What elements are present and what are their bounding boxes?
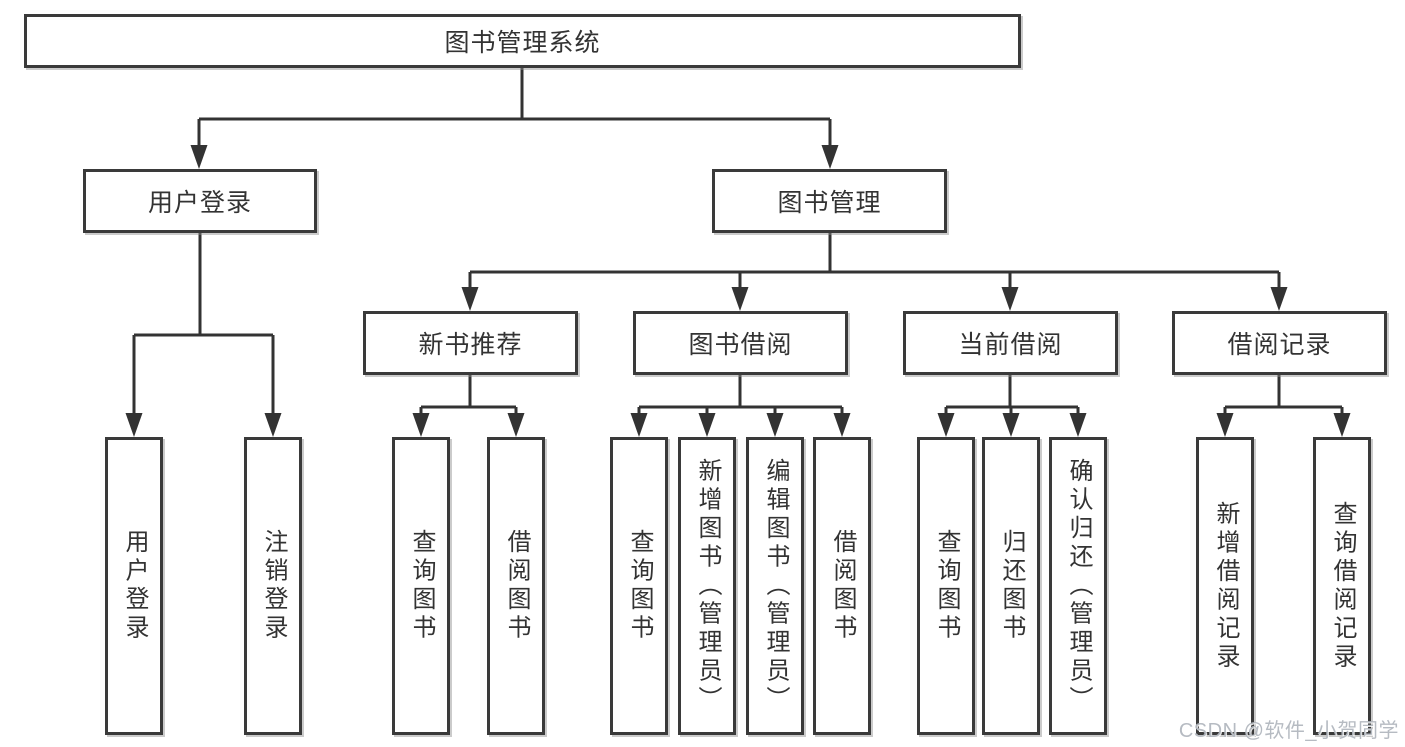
arrow-down-icon xyxy=(833,413,851,437)
node-label: 新增借阅记录 xyxy=(1212,500,1239,672)
leaf-query-books-recommendation: 查询图书 xyxy=(392,437,450,735)
node-label: 新书推荐 xyxy=(418,331,523,359)
leaf-edit-books-admin: 编辑图书（管理员） xyxy=(746,437,804,735)
node-label: 图书借阅 xyxy=(688,331,793,359)
arrow-down-icon xyxy=(1069,413,1087,437)
leaf-add-borrow-record: 新增借阅记录 xyxy=(1196,437,1254,735)
arrow-down-icon xyxy=(731,287,749,311)
arrow-down-icon xyxy=(125,413,143,437)
leaf-logout-login: 注销登录 xyxy=(244,437,302,735)
node-label: 当前借阅 xyxy=(958,331,1063,359)
connector-book-borrowing-to-leaves xyxy=(637,375,844,418)
node-label: 图书管理系统 xyxy=(444,29,601,57)
connector-new-book-rec-to-leaves xyxy=(419,375,518,418)
connector-current-borrowing-to-leaves xyxy=(944,375,1080,418)
arrow-down-icon xyxy=(1333,413,1351,437)
arrow-down-icon xyxy=(507,413,525,437)
node-label: 借阅记录 xyxy=(1227,331,1332,359)
arrow-down-icon xyxy=(1270,287,1288,311)
connector-book-management-to-level3 xyxy=(468,233,1281,292)
arrow-down-icon xyxy=(412,413,430,437)
leaf-borrow-books-recommendation: 借阅图书 xyxy=(487,437,545,735)
leaf-confirm-return-admin: 确认归还（管理员） xyxy=(1049,437,1107,735)
connector-root-to-level2 xyxy=(197,68,832,149)
arrow-down-icon xyxy=(698,413,716,437)
arrow-down-icon xyxy=(630,413,648,437)
arrow-down-icon xyxy=(461,287,479,311)
leaf-return-books: 归还图书 xyxy=(982,437,1040,735)
node-label: 图书管理 xyxy=(777,189,882,217)
csdn-watermark: CSDN @软件_小贺同学 xyxy=(1178,720,1399,742)
node-label: 查询借阅记录 xyxy=(1329,500,1356,672)
node-label: 新增图书（管理员） xyxy=(694,457,721,715)
node-label: 归还图书 xyxy=(998,529,1025,643)
node-label: 查询图书 xyxy=(933,529,960,643)
node-borrowing-records: 借阅记录 xyxy=(1172,311,1387,375)
node-label: 用户登录 xyxy=(147,189,252,217)
arrow-down-icon xyxy=(1001,287,1019,311)
arrow-down-icon xyxy=(766,413,784,437)
node-user-login: 用户登录 xyxy=(83,169,317,233)
leaf-borrow-books: 借阅图书 xyxy=(813,437,871,735)
node-new-book-recommendation: 新书推荐 xyxy=(363,311,578,375)
connector-user-login-to-leaves xyxy=(132,233,275,418)
leaf-query-borrow-record: 查询借阅记录 xyxy=(1313,437,1371,735)
node-label: 确认归还（管理员） xyxy=(1065,457,1092,715)
node-label: 注销登录 xyxy=(260,529,287,643)
node-label: 借阅图书 xyxy=(829,529,856,643)
leaf-query-books-borrowing: 查询图书 xyxy=(610,437,668,735)
node-label: 编辑图书（管理员） xyxy=(762,457,789,715)
arrow-down-icon xyxy=(1216,413,1234,437)
arrow-down-icon xyxy=(264,413,282,437)
node-label: 查询图书 xyxy=(626,529,653,643)
node-label: 用户登录 xyxy=(121,529,148,643)
node-library-management-system: 图书管理系统 xyxy=(24,14,1021,68)
node-label: 借阅图书 xyxy=(503,529,530,643)
leaf-query-books-current: 查询图书 xyxy=(917,437,975,735)
leaf-user-login: 用户登录 xyxy=(105,437,163,735)
node-book-management: 图书管理 xyxy=(712,169,947,233)
leaf-add-books-admin: 新增图书（管理员） xyxy=(678,437,736,735)
node-current-borrowing: 当前借阅 xyxy=(903,311,1118,375)
arrow-down-icon xyxy=(1002,413,1020,437)
arrow-down-icon xyxy=(821,145,839,169)
arrow-down-icon xyxy=(190,145,208,169)
node-label: 查询图书 xyxy=(408,529,435,643)
arrow-down-icon xyxy=(937,413,955,437)
node-book-borrowing: 图书借阅 xyxy=(633,311,848,375)
connector-borrowing-records-to-leaves xyxy=(1223,375,1344,418)
